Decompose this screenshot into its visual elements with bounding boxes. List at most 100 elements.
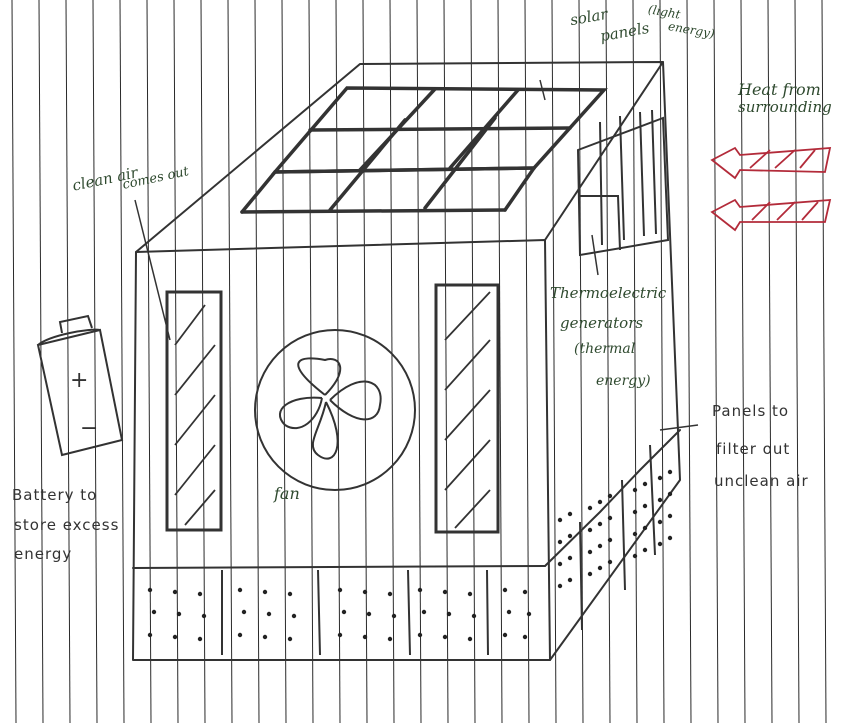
filter-dot (657, 475, 663, 481)
solar-panels (240, 86, 608, 214)
ruled-line (227, 0, 233, 723)
filter-dot (587, 527, 593, 533)
left-vent (165, 290, 223, 532)
filter-dot (241, 609, 247, 615)
filter-dot (197, 636, 203, 642)
ruled-line (254, 0, 260, 723)
filter-dot (587, 505, 593, 511)
label-heat-line1: Heat from (738, 80, 821, 99)
filter-dot (446, 611, 452, 617)
filter-dot (442, 589, 448, 595)
filter-dot (506, 609, 512, 615)
label-thermo-line4: energy) (596, 373, 651, 389)
filter-dot (291, 613, 297, 619)
filter-dot (471, 613, 477, 619)
battery-plus: + (70, 368, 90, 393)
filter-dot (657, 519, 663, 525)
label-thermo-line3: (thermal (574, 341, 636, 357)
filter-dot (597, 499, 603, 505)
filter-dot (362, 634, 368, 640)
filter-dots-right (557, 469, 673, 589)
ruled-line (740, 0, 746, 723)
ruled-line (416, 0, 422, 723)
air-purifier-box (132, 61, 681, 661)
filter-dot (567, 533, 573, 539)
label-battery-line1: Battery to (12, 486, 98, 504)
filter-dot (417, 632, 423, 638)
filter-dot (172, 589, 178, 595)
filter-dot (522, 634, 528, 640)
ruled-line (767, 0, 773, 723)
filter-dot (237, 587, 243, 593)
filter-dot (201, 613, 207, 619)
filter-dividers (221, 444, 656, 656)
filter-dot (557, 561, 563, 567)
filter-dot (607, 515, 613, 521)
label-filter-line2: filter out (716, 440, 791, 458)
filter-dot (597, 521, 603, 527)
filter-dot (567, 577, 573, 583)
ruled-line (632, 0, 638, 723)
filter-dot (366, 611, 372, 617)
filter-dot (567, 511, 573, 517)
ruled-line (65, 0, 71, 723)
label-filter-line1: Panels to (712, 402, 790, 420)
ruled-line (11, 0, 17, 723)
ruled-line (389, 0, 395, 723)
filter-dot (587, 549, 593, 555)
filter-dot (587, 571, 593, 577)
filter-dot (502, 587, 508, 593)
filter-dot (657, 541, 663, 547)
right-face (549, 61, 681, 661)
filter-dot (362, 589, 368, 595)
filter-dot (337, 632, 343, 638)
filter-dot (607, 537, 613, 543)
filter-dot (467, 636, 473, 642)
ruled-line (821, 0, 827, 723)
filter-dot (502, 632, 508, 638)
label-thermo-line1: Thermoelectric (550, 284, 667, 302)
filter-dot (417, 587, 423, 593)
filter-dot (266, 611, 272, 617)
filter-dot (421, 609, 427, 615)
label-battery-line3: energy (14, 545, 73, 563)
thermoelectric-generators (576, 109, 670, 257)
filter-dot (667, 469, 673, 475)
filter-dot (642, 481, 648, 487)
filter-dot (667, 513, 673, 519)
filter-dots-front (147, 587, 532, 642)
ruled-line (524, 0, 530, 723)
filter-dot (632, 531, 638, 537)
ruled-line (794, 0, 800, 723)
filter-dot (151, 609, 157, 615)
right-vent (434, 283, 500, 534)
filter-dot (567, 555, 573, 561)
label-battery-line2: store excess (14, 516, 120, 534)
battery-icon (36, 314, 124, 457)
filter-dot (597, 565, 603, 571)
filter-dot (237, 632, 243, 638)
ruled-line (281, 0, 287, 723)
pointer-lines (134, 79, 699, 431)
ruled-line (362, 0, 368, 723)
filter-dot (557, 539, 563, 545)
ruled-line (497, 0, 503, 723)
ruled-line (686, 0, 692, 723)
top-face (135, 61, 664, 253)
label-filter-line3: unclean air (714, 472, 809, 490)
filter-dot (147, 632, 153, 638)
ruled-line (92, 0, 98, 723)
filter-dot (642, 547, 648, 553)
filter-dot (341, 609, 347, 615)
filter-dot (262, 589, 268, 595)
ruled-line (146, 0, 152, 723)
filter-dot (467, 591, 473, 597)
ruled-line (551, 0, 557, 723)
filter-dot (607, 559, 613, 565)
filter-dot (287, 636, 293, 642)
filter-dot (657, 497, 663, 503)
filter-dot (632, 487, 638, 493)
ruled-line (173, 0, 179, 723)
filter-dot (522, 589, 528, 595)
